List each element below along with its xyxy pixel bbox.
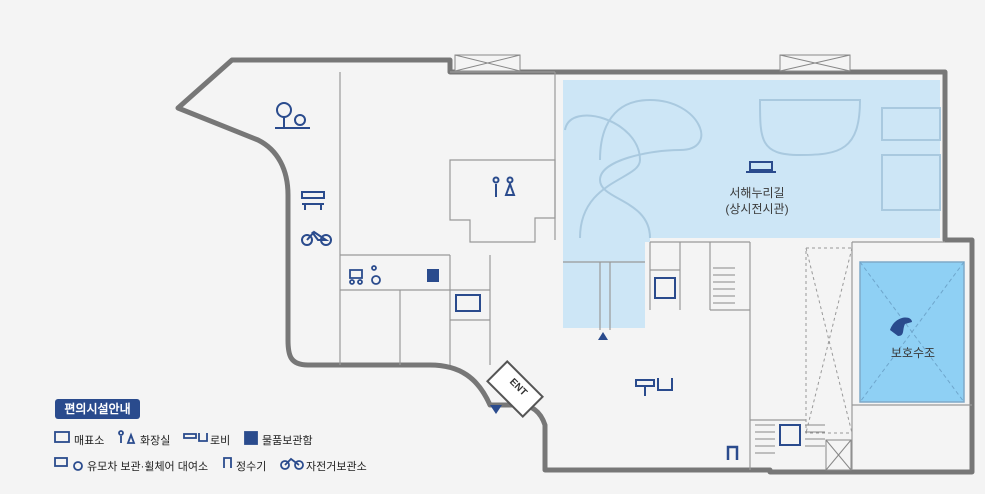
interior-walls	[339, 71, 972, 470]
outer-wall	[175, 57, 975, 475]
entry-arrow	[490, 405, 502, 414]
exhibit-icon	[746, 161, 776, 173]
legend-label: 물품보관함	[262, 435, 313, 447]
legend-label: 유모차 보관·휠체어 대여소	[87, 461, 209, 473]
legend-label: 자전거보관소	[306, 461, 367, 473]
legend-label: 정수기	[236, 461, 267, 473]
legend-lobby-icon	[183, 433, 208, 442]
legend-ticket-icon	[54, 431, 70, 443]
legend-water-icon	[223, 457, 232, 468]
legend-bicycle-icon	[280, 457, 304, 470]
bench-icon	[301, 191, 325, 210]
legend-restroom-icon	[118, 430, 136, 444]
lobby-sofa-icon	[635, 378, 673, 396]
legend-stroller-icon	[54, 457, 83, 471]
seal-icon	[890, 317, 912, 336]
legend-locker-icon	[244, 431, 258, 445]
stroller-wheelchair-icon	[349, 265, 381, 285]
water-fountain-icon	[726, 445, 739, 460]
ticket-booth-icon	[455, 294, 481, 312]
tank-name: 보호수조	[890, 346, 936, 360]
bicycle-icon	[301, 230, 332, 246]
restroom-icon	[492, 176, 516, 197]
legend-label: 화장실	[140, 435, 171, 447]
walkway-path	[598, 98, 703, 239]
elevator-icon	[779, 424, 801, 446]
elevator-icon	[654, 277, 676, 299]
exhibit-sub: (상시전시관)	[725, 202, 789, 216]
exhibit-name: 서해누리길	[729, 186, 785, 200]
stairs	[713, 267, 825, 454]
entry-arrow	[598, 332, 608, 340]
legend-label: 매표소	[74, 435, 105, 447]
legend-label: 로비	[210, 435, 231, 447]
entrance-door	[486, 360, 544, 418]
legend-title: 편의시설안내	[55, 399, 140, 419]
garden-icon	[275, 102, 310, 129]
locker-icon	[427, 269, 439, 282]
